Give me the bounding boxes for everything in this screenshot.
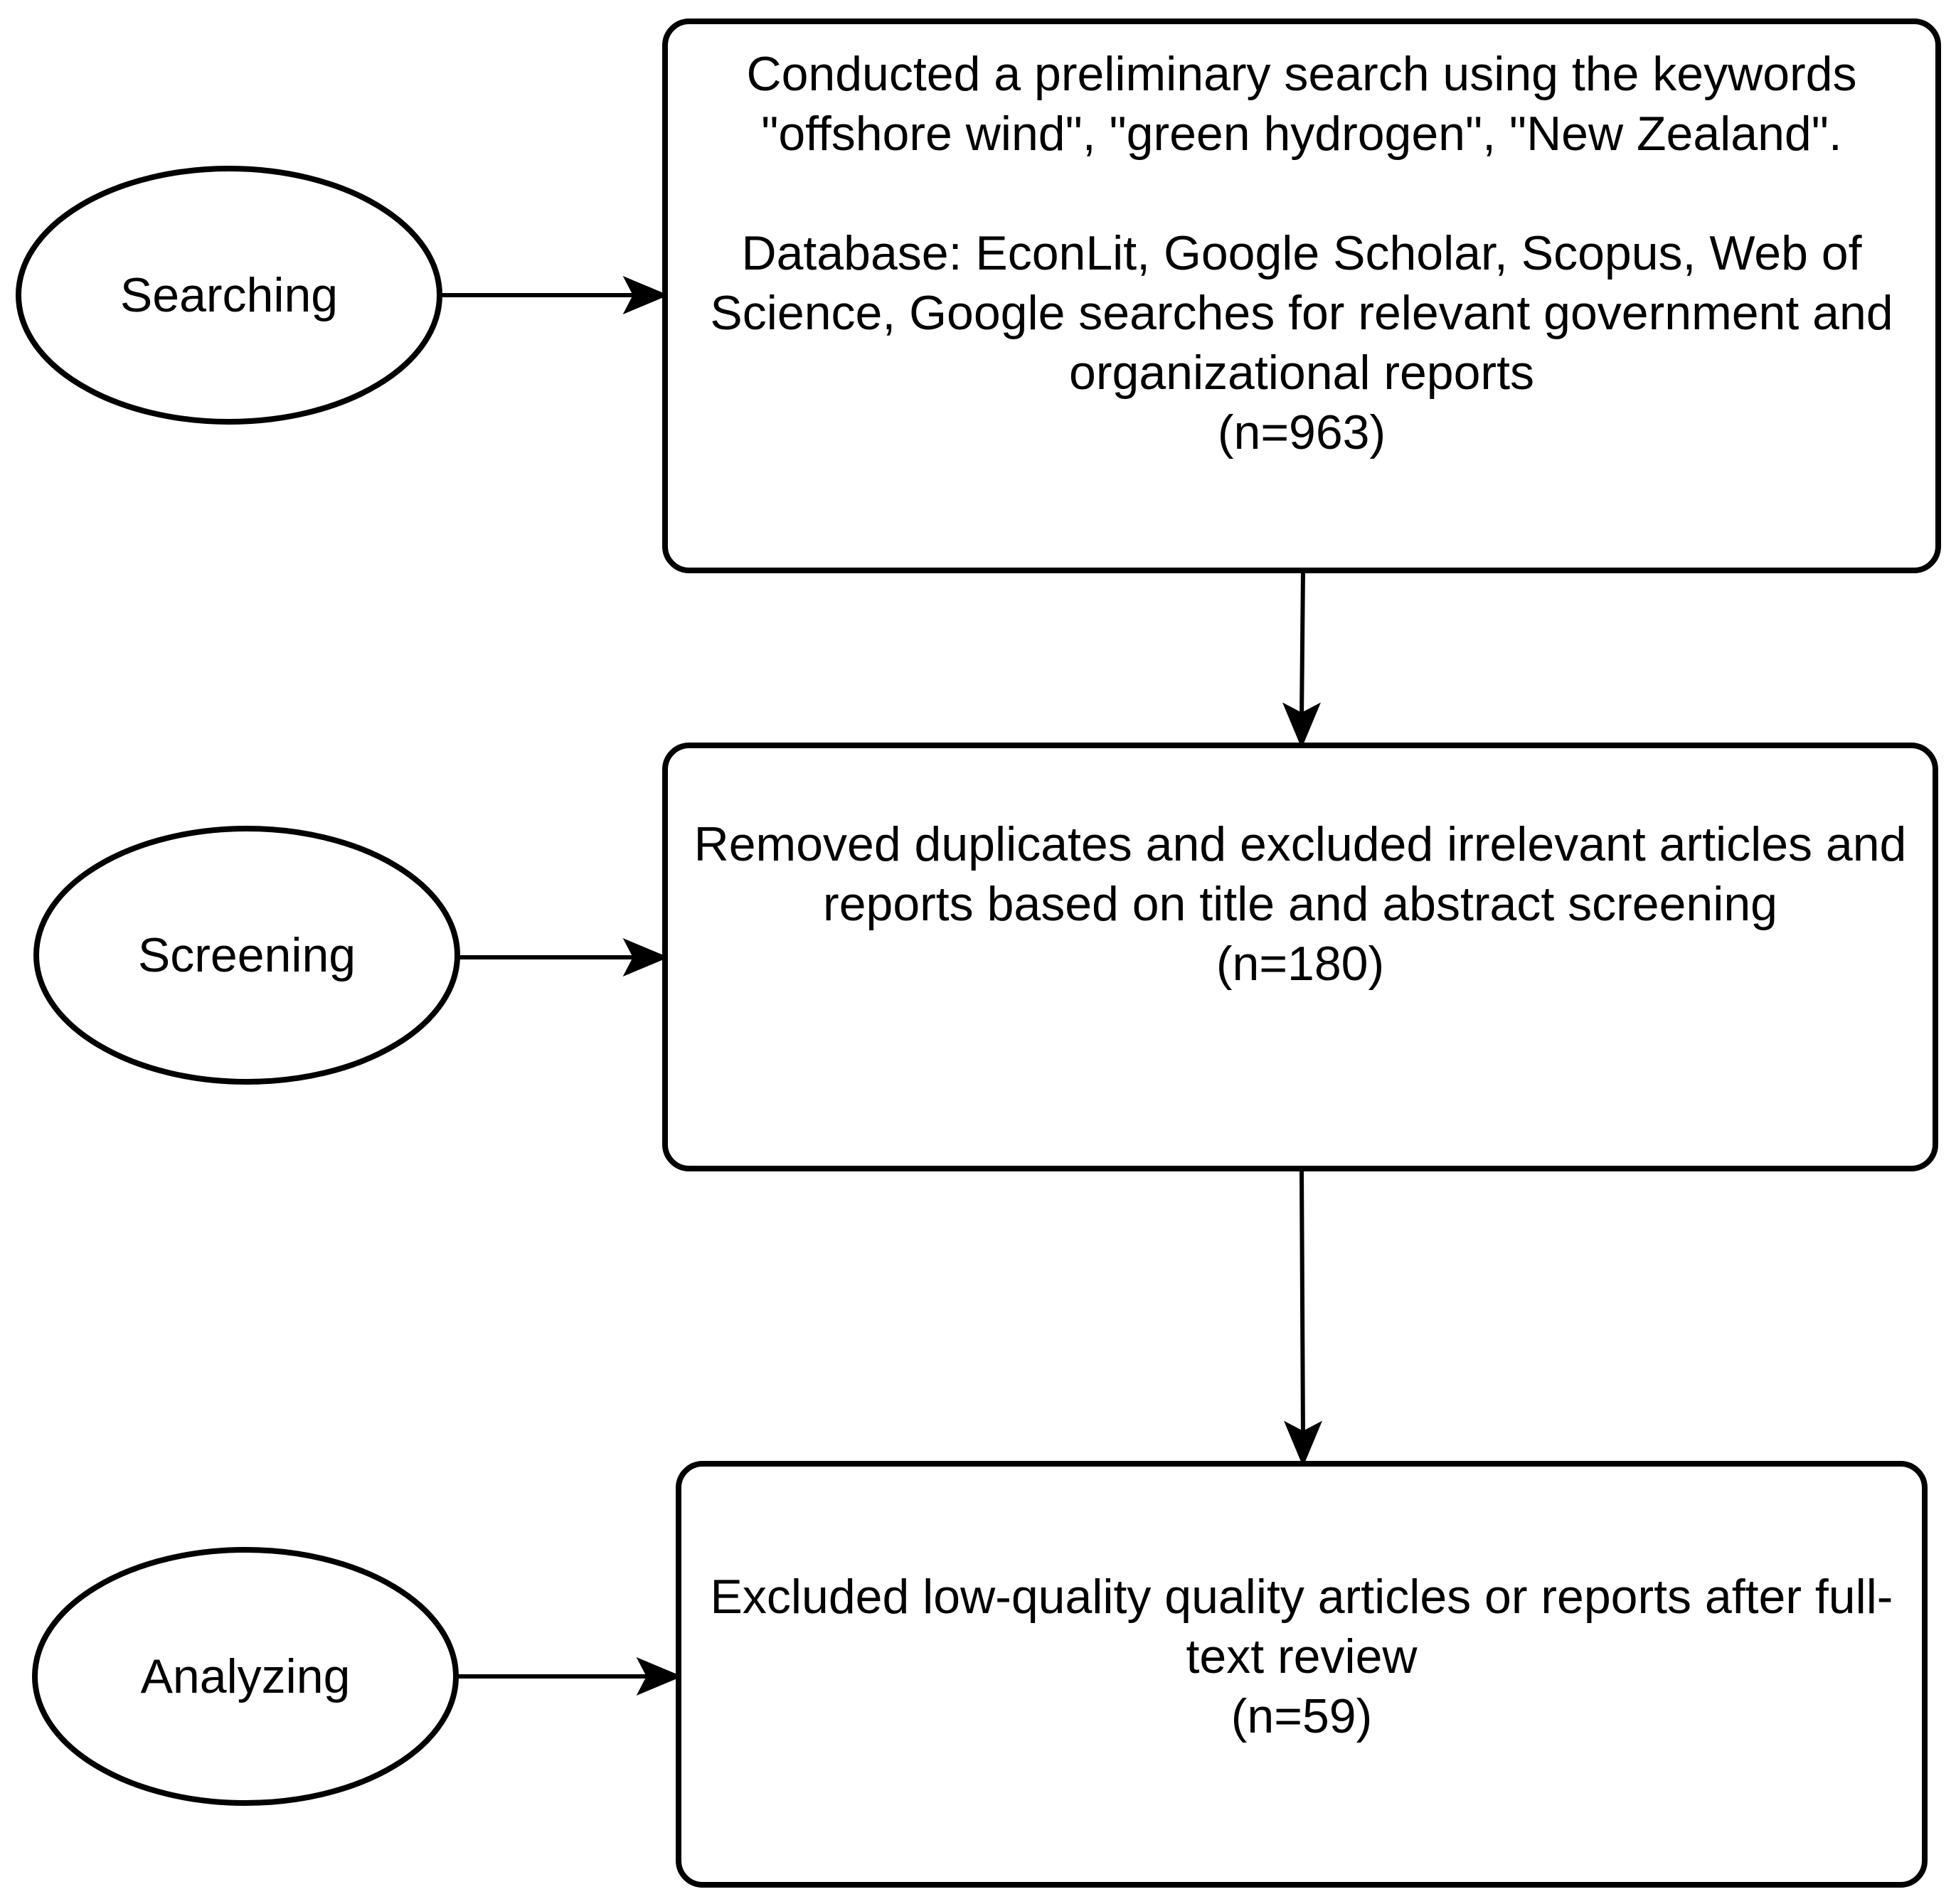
screening-step-text: Removed duplicates and excluded irreleva… bbox=[668, 748, 1933, 1166]
search-step-line-2: "offshore wind", "green hydrogen", "New … bbox=[761, 107, 1842, 161]
stage-searching: Searching bbox=[16, 18, 1941, 573]
analyzing-arrowhead bbox=[636, 1657, 683, 1696]
stage-screening: Screening bbox=[33, 743, 1938, 1171]
search-step-text: Conducted a preliminary search using the… bbox=[668, 24, 1935, 568]
analyzing-label: Analyzing bbox=[141, 1649, 351, 1703]
analyzing-step-text: Excluded low-quality quality articles or… bbox=[681, 1467, 1922, 1882]
analyzing-step-count: (n=59) bbox=[1231, 1689, 1373, 1743]
screening-step-count: (n=180) bbox=[1216, 936, 1385, 991]
searching-arrowhead bbox=[622, 276, 669, 314]
flow-arrow-screen-to-analyze bbox=[1284, 1168, 1322, 1467]
search-step-line-6: organizational reports bbox=[1069, 346, 1534, 400]
search-step-count: (n=963) bbox=[1217, 405, 1386, 459]
search-step-line-4: Database: EconLit, Google Scholar, Scopu… bbox=[741, 226, 1862, 280]
flow-line-2 bbox=[1299, 1168, 1305, 1437]
search-step-line-1: Conducted a preliminary search using the… bbox=[746, 47, 1857, 101]
analyzing-step-line-1: Excluded low-quality quality articles or… bbox=[710, 1570, 1893, 1624]
flow-arrowhead-1 bbox=[1282, 702, 1321, 749]
analyzing-step-line-2: text review bbox=[1186, 1629, 1418, 1684]
screening-step-line-1: Removed duplicates and excluded irreleva… bbox=[693, 817, 1907, 871]
stage-analyzing: Analyzing bbox=[32, 1461, 1928, 1888]
screening-label: Screening bbox=[138, 928, 356, 982]
flow-line-1 bbox=[1299, 570, 1305, 719]
screening-arrowhead bbox=[622, 938, 669, 977]
searching-label: Searching bbox=[120, 268, 338, 322]
flow-arrowhead-2 bbox=[1284, 1420, 1322, 1467]
search-step-line-5: Science, Google searches for relevant go… bbox=[710, 286, 1893, 340]
screening-step-line-2: reports based on title and abstract scre… bbox=[823, 876, 1777, 931]
flow-arrow-search-to-screen bbox=[1282, 570, 1321, 749]
screening-step-box bbox=[662, 743, 1938, 1171]
analyzing-step-box bbox=[676, 1461, 1928, 1888]
